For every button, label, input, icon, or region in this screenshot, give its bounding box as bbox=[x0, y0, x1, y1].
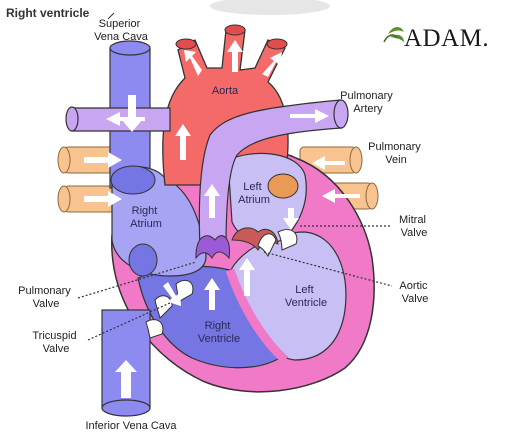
adam-leaf-icon bbox=[384, 27, 404, 42]
adam-logo: ADAM. bbox=[384, 25, 489, 52]
label-mitral-valve: Mitral Valve bbox=[399, 214, 429, 239]
label-aortic-valve: Aortic Valve bbox=[399, 280, 430, 305]
label-pulmonary-vein: Pulmonary Vein bbox=[368, 141, 424, 166]
superior-vena-cava-opening bbox=[111, 166, 155, 194]
label-aorta: Aorta bbox=[212, 85, 239, 97]
header-shadow bbox=[210, 0, 330, 15]
label-pulmonary-artery: Pulmonary Artery bbox=[340, 90, 396, 115]
label-right-atrium: Right Atrium bbox=[130, 205, 162, 230]
label-superior-vena-cava: Superior Vena Cava bbox=[94, 18, 149, 43]
inferior-vena-cava-opening bbox=[129, 244, 157, 276]
cut-off-header-label: Right ventricle bbox=[6, 6, 90, 20]
label-inferior-vena-cava: Inferior Vena Cava bbox=[85, 420, 177, 432]
label-tricuspid-valve: Tricuspid Valve bbox=[32, 330, 79, 355]
adam-logo-text: ADAM. bbox=[404, 25, 489, 52]
label-pulmonary-valve: Pulmonary Valve bbox=[18, 285, 74, 310]
pulmonary-vein-opening bbox=[268, 174, 298, 198]
